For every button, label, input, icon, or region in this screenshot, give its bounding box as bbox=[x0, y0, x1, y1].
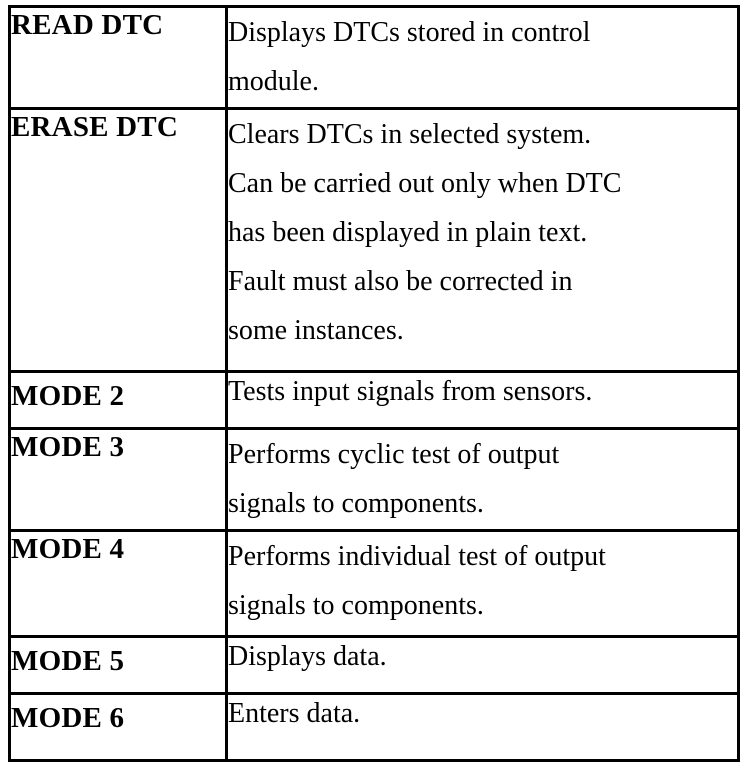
table-row: ERASE DTC Clears DTCs in selected system… bbox=[8, 107, 740, 373]
table-row: READ DTC Displays DTCs stored in control… bbox=[8, 5, 740, 110]
description-line: Fault must also be corrected in bbox=[228, 266, 573, 297]
mode-description-cell: Performs cyclic test of output signals t… bbox=[225, 427, 740, 532]
description-line: Tests input signals from sensors. bbox=[228, 376, 593, 407]
description-line: signals to components. bbox=[228, 488, 484, 519]
mode-label-cell: ERASE DTC bbox=[8, 107, 228, 373]
diagnostic-modes-table: READ DTC Displays DTCs stored in control… bbox=[8, 5, 740, 762]
mode-label-cell: MODE 2 bbox=[8, 370, 228, 430]
mode-label-cell: MODE 5 bbox=[8, 635, 228, 695]
table-body: READ DTC Displays DTCs stored in control… bbox=[8, 5, 740, 762]
table-row: MODE 6 Enters data. bbox=[8, 692, 740, 762]
mode-label: READ DTC bbox=[11, 9, 164, 41]
mode-label: MODE 3 bbox=[11, 431, 125, 463]
mode-label: MODE 6 bbox=[11, 702, 125, 734]
mode-label: MODE 2 bbox=[11, 380, 125, 412]
description-line: some instances. bbox=[228, 315, 404, 346]
mode-description-cell: Clears DTCs in selected system. Can be c… bbox=[225, 107, 740, 373]
description-line: Displays data. bbox=[228, 641, 387, 672]
description-line: Displays DTCs stored in control bbox=[228, 17, 591, 48]
description-line: Performs cyclic test of output bbox=[228, 439, 560, 470]
table-row: MODE 4 Performs individual test of outpu… bbox=[8, 529, 740, 638]
mode-label-cell: MODE 3 bbox=[8, 427, 228, 532]
description-line: signals to components. bbox=[228, 590, 484, 621]
mode-label: MODE 5 bbox=[11, 645, 125, 677]
description-line: Performs individual test of output bbox=[228, 541, 606, 572]
description-line: has been displayed in plain text. bbox=[228, 217, 588, 248]
document-page: READ DTC Displays DTCs stored in control… bbox=[8, 5, 740, 762]
mode-description-cell: Displays data. bbox=[225, 635, 740, 695]
mode-description-cell: Enters data. bbox=[225, 692, 740, 762]
mode-label-cell: MODE 4 bbox=[8, 529, 228, 638]
mode-description-cell: Displays DTCs stored in control module. bbox=[225, 5, 740, 110]
mode-description-cell: Performs individual test of output signa… bbox=[225, 529, 740, 638]
description-line: Enters data. bbox=[228, 698, 361, 729]
mode-label-cell: READ DTC bbox=[8, 5, 228, 110]
table-row: MODE 3 Performs cyclic test of output si… bbox=[8, 427, 740, 532]
mode-label: MODE 4 bbox=[11, 533, 125, 565]
table-row: MODE 2 Tests input signals from sensors. bbox=[8, 370, 740, 430]
mode-description-cell: Tests input signals from sensors. bbox=[225, 370, 740, 430]
mode-label-cell: MODE 6 bbox=[8, 692, 228, 762]
mode-label: ERASE DTC bbox=[11, 111, 178, 143]
description-line: Clears DTCs in selected system. bbox=[228, 119, 592, 150]
table-row: MODE 5 Displays data. bbox=[8, 635, 740, 695]
description-line: Can be carried out only when DTC bbox=[228, 168, 622, 199]
description-line: module. bbox=[228, 66, 319, 97]
